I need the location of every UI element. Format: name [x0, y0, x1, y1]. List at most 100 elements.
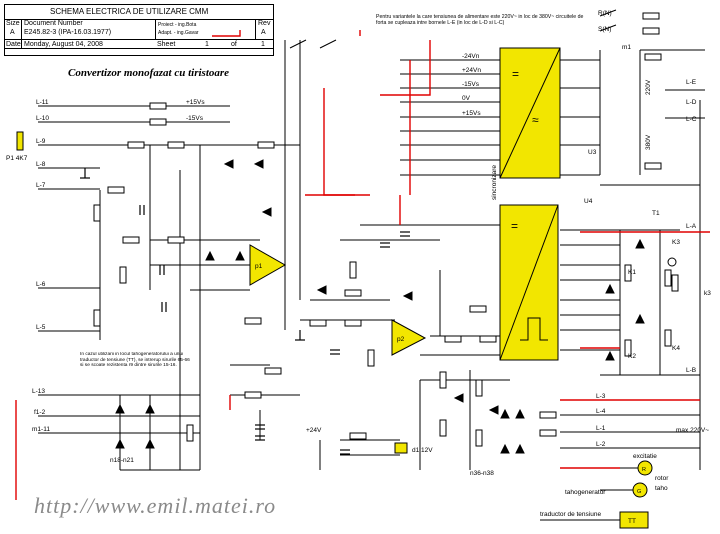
rail-m15vs: -15Vs: [462, 81, 480, 88]
rail-m15vs-left: -15Vs: [186, 115, 204, 122]
resistors: [93, 102, 679, 447]
label-traductor: traductor de tensiune: [540, 511, 601, 518]
rev-value: A: [261, 29, 266, 36]
label-tahogenerator: tahogenerator: [565, 489, 606, 496]
size-label: Size: [6, 20, 20, 27]
rail-0v: 0V: [462, 95, 471, 102]
terminal-f1-2: f1-2: [34, 409, 46, 416]
opamp-p1: [249, 244, 287, 286]
label-t1: T1: [652, 210, 660, 217]
taho-circle: [632, 482, 648, 498]
label-excitatie: excitatie: [633, 453, 657, 460]
title-block-title: SCHEMA ELECTRICA DE UTILIZARE CMM: [50, 7, 209, 16]
top-note: Pentru variantele la care tensiunea de a…: [376, 14, 584, 26]
ground-symbols: [80, 168, 305, 341]
rail-p15vs: +15Vs: [462, 110, 481, 117]
svg-text:G: G: [637, 489, 641, 495]
side-note: In cazul utilizarii in locul tahogenerat…: [80, 352, 190, 369]
ac-symbol: ≈: [532, 113, 539, 127]
label-u4: U4: [584, 198, 593, 205]
size-value: A: [10, 29, 15, 36]
terminal-l8: L-8: [36, 161, 46, 168]
label-u3: U3: [588, 149, 597, 156]
rail-labels: -24Vn +24Vn -15Vs 0V +15Vs +15Vs -15Vs +…: [186, 53, 481, 434]
terminal-l6: L-6: [36, 281, 46, 288]
terminal-la: L-A: [686, 223, 697, 230]
date-label: Date: [6, 41, 21, 48]
label-220v: 220V: [645, 79, 652, 95]
pulse-icon: [520, 317, 548, 341]
label-sn: S(N): [598, 26, 611, 33]
terminal-l3: L-3: [596, 393, 606, 400]
left-terminals: L-11 L-10 L-9 L-8 L-7 L-6 L-5 L-13 f1-2 …: [32, 99, 50, 433]
opamp-p2-label: p2: [397, 336, 405, 343]
diodes: [115, 159, 645, 454]
rev-label: Rev: [258, 20, 271, 27]
label-n36-n38: n36-n38: [470, 470, 494, 477]
opamp-p1-label: p1: [255, 263, 263, 270]
terminal-l2: L-2: [596, 441, 606, 448]
project-label: Proiect - ing.Bota: [158, 22, 197, 28]
label-380v: 380V: [645, 134, 652, 150]
label-p1: P1 4K7: [6, 155, 28, 162]
terminal-lc: L-C: [686, 116, 697, 123]
label-taho: taho: [655, 485, 668, 492]
svg-text:R: R: [642, 467, 646, 473]
title-block: SCHEMA ELECTRICA DE UTILIZARE CMM Size A…: [4, 4, 274, 56]
red-wires: [15, 30, 710, 500]
tt-block: [619, 511, 649, 529]
main-title: Convertizor monofazat cu tiristoare: [68, 67, 229, 79]
terminal-lb: L-B: [686, 367, 696, 374]
of-label: of: [231, 41, 237, 48]
terminal-ld: L-D: [686, 99, 697, 106]
label-k3: K3: [672, 239, 680, 246]
terminal-m1-11: m1-11: [32, 426, 50, 433]
terminal-le: L-E: [686, 79, 697, 86]
label-rotor: rotor: [655, 475, 669, 482]
redesign-label: Adapt. - ing.Gavar: [158, 30, 199, 36]
sincronizare-label: sincronizare: [491, 165, 498, 200]
opamp-p2: [391, 319, 427, 356]
rail-m24vn: -24Vn: [462, 53, 480, 60]
label-rn: R(N): [598, 10, 612, 17]
potentiometer-p1: [16, 131, 24, 151]
capacitors: [139, 205, 410, 455]
label-k4: K4: [672, 345, 680, 352]
docnum-value: E245.82-3 (IPA-16.03.1977): [24, 29, 112, 36]
rotor-circle: [637, 460, 653, 476]
terminal-l11: L-11: [36, 99, 49, 106]
terminal-l10: L-10: [36, 115, 49, 122]
switch-contacts: [289, 9, 617, 49]
label-k3-right: k3: [704, 290, 711, 297]
sheet-value: 1: [205, 41, 209, 48]
sheet-label: Sheet: [157, 41, 176, 48]
label-k1: K1: [628, 269, 636, 276]
terminal-l5: L-5: [36, 324, 46, 331]
relay-d1: [394, 442, 408, 454]
label-d1: d1 12V: [412, 447, 433, 454]
label-n18-n21: n18-n21: [110, 457, 134, 464]
watermark: http://www.emil.matei.ro: [34, 493, 276, 518]
rail-p24v: +24V: [306, 427, 322, 434]
label-m1: m1: [622, 44, 631, 51]
label-k2: K2: [628, 353, 636, 360]
right-terminals: L-E L-D L-C L-A L-B L-3 L-4 L-1 L-2: [596, 79, 697, 448]
misc-labels: R(N) S(N) m1 220V 380V U4 T1 U3 K3 K1 K2…: [6, 10, 711, 518]
tt-label: TT: [628, 518, 636, 525]
terminal-l13: L-13: [32, 388, 45, 395]
rail-p15vs-left: +15Vs: [186, 99, 205, 106]
of-value: 1: [261, 41, 265, 48]
docnum-label: Document Number: [24, 20, 83, 27]
fuses: [539, 12, 662, 437]
label-max: max 220V~: [676, 427, 709, 434]
terminal-l9: L-9: [36, 138, 46, 145]
dc-symbol: =: [512, 67, 519, 81]
wiring: [38, 40, 705, 521]
sync-dc-symbol: =: [511, 219, 518, 233]
terminal-l7: L-7: [36, 182, 46, 189]
date-value: Monday, August 04, 2008: [24, 41, 103, 48]
terminal-l1: L-1: [596, 425, 606, 432]
terminal-l4: L-4: [596, 408, 606, 415]
rail-p24vn: +24Vn: [462, 67, 481, 74]
